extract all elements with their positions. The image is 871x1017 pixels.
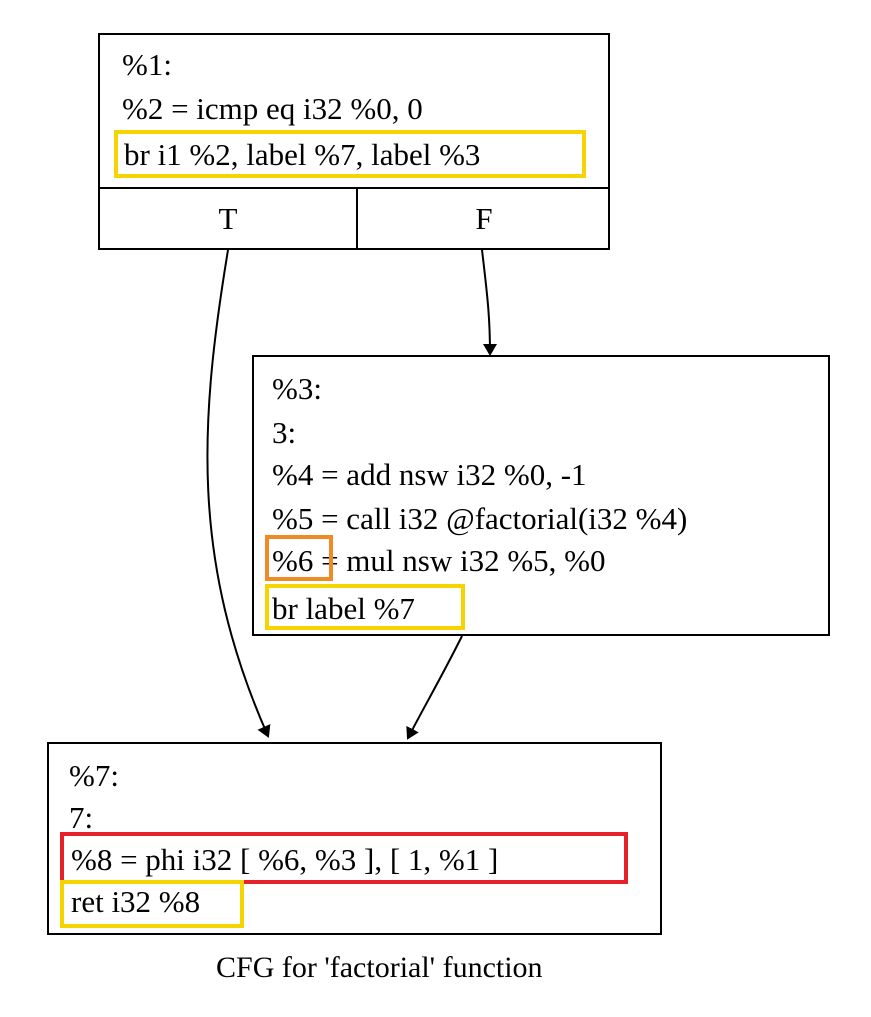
block1-line-br: br i1 %2, label %7, label %3	[124, 137, 481, 172]
highlight-ret	[60, 880, 244, 928]
edge-true-to-block7	[206, 249, 271, 738]
highlight-value-6	[265, 535, 333, 581]
block1-port-divider	[100, 187, 608, 189]
basic-block-7: %7: 7: %8 = phi i32 [ %6, %3 ], [ 1, %1 …	[47, 742, 662, 935]
block7-line-ret: ret i32 %8	[71, 884, 201, 919]
block1-port-separator	[356, 187, 358, 248]
highlight-br-block1	[114, 130, 586, 178]
block3-line-mul: %6 = mul nsw i32 %5, %0	[272, 543, 606, 578]
block3-line-number: 3:	[272, 415, 297, 450]
block7-line-phi: %8 = phi i32 [ %6, %3 ], [ 1, %1 ]	[71, 842, 499, 877]
diagram-caption: CFG for 'factorial' function	[216, 951, 543, 984]
highlight-phi	[60, 832, 628, 884]
block7-line-number: 7:	[69, 800, 94, 835]
block7-line-label: %7:	[69, 758, 119, 793]
port-false: F	[475, 201, 493, 236]
edge-block3-to-block7	[406, 635, 463, 740]
block3-line-add: %4 = add nsw i32 %0, -1	[272, 457, 587, 492]
block3-line-br: br label %7	[272, 591, 415, 626]
basic-block-3: %3: 3: %4 = add nsw i32 %0, -1 %5 = call…	[252, 355, 830, 636]
block3-line-call: %5 = call i32 @factorial(i32 %4)	[272, 501, 688, 536]
basic-block-1: %1: %2 = icmp eq i32 %0, 0 br i1 %2, lab…	[98, 33, 610, 250]
edge-false-to-block3	[481, 249, 497, 356]
block1-line-label: %1:	[122, 47, 172, 82]
block3-line-label: %3:	[272, 371, 322, 406]
highlight-br-block3	[265, 584, 465, 630]
port-true: T	[218, 201, 238, 236]
block1-line-icmp: %2 = icmp eq i32 %0, 0	[122, 91, 423, 126]
